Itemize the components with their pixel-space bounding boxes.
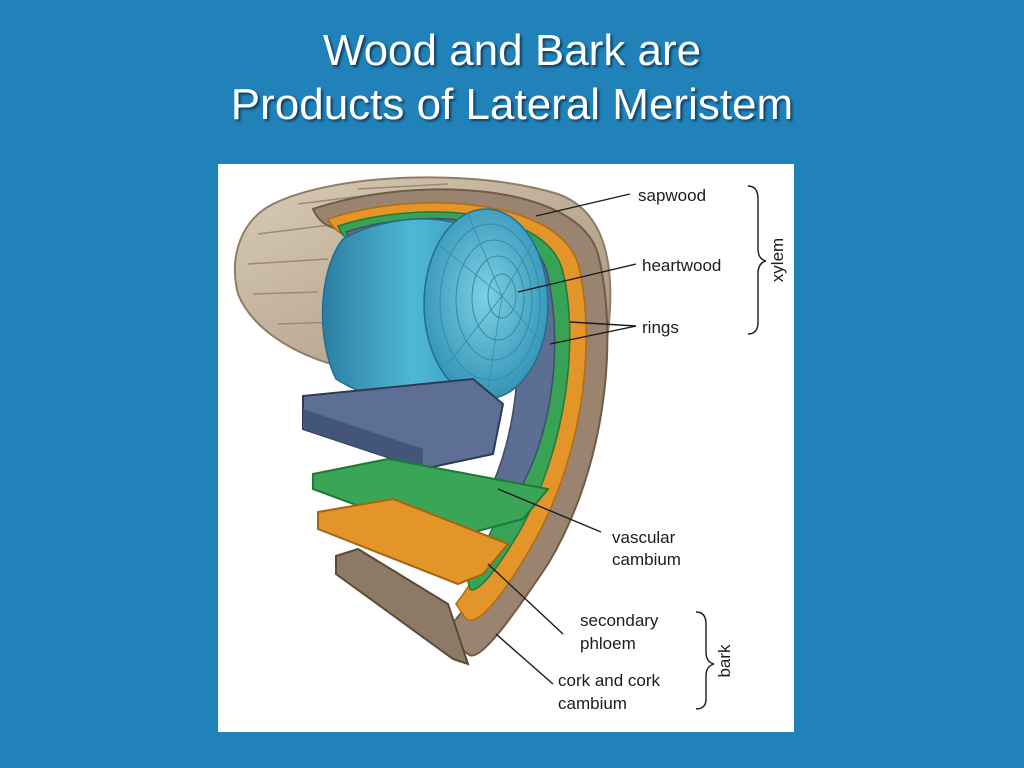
label-bark: bark [715, 644, 734, 678]
growth-ring [471, 255, 525, 341]
leader-lines [487, 193, 637, 685]
label-cork-line1: cork and cork [558, 671, 661, 690]
label-secondary-phloem-line2: phloem [580, 634, 636, 653]
growth-ring [455, 239, 533, 361]
trunk-diagram: sapwood heartwood rings xylem vascular c… [233, 176, 787, 713]
trunk-cross-section-figure: sapwood heartwood rings xylem vascular c… [218, 164, 794, 732]
label-vascular-cambium-line2: cambium [612, 550, 681, 569]
slide-title: Wood and Bark are Products of Lateral Me… [0, 24, 1024, 132]
title-line-2: Products of Lateral Meristem [230, 80, 794, 129]
heartwood-face [423, 208, 549, 400]
label-vascular-cambium-line1: vascular [612, 528, 676, 547]
bark-brace [695, 611, 715, 710]
xylem-brace [747, 185, 767, 335]
sapwood-slab-edge [303, 409, 423, 469]
ray-lines [437, 213, 544, 390]
growth-ring [487, 273, 517, 319]
label-secondary-phloem-line1: secondary [580, 611, 659, 630]
label-cork-line2: cambium [558, 694, 627, 713]
secondary-phloem-slab [317, 497, 510, 586]
label-rings: rings [642, 318, 679, 337]
growth-ring [439, 223, 541, 381]
label-sapwood: sapwood [638, 186, 706, 205]
vascular-cambium-slab [312, 457, 550, 541]
cork-slab [335, 547, 470, 666]
bark-texture [247, 183, 449, 325]
title-line-1: Wood and Bark are [322, 26, 702, 75]
label-heartwood: heartwood [642, 256, 721, 275]
label-xylem: xylem [768, 238, 787, 282]
